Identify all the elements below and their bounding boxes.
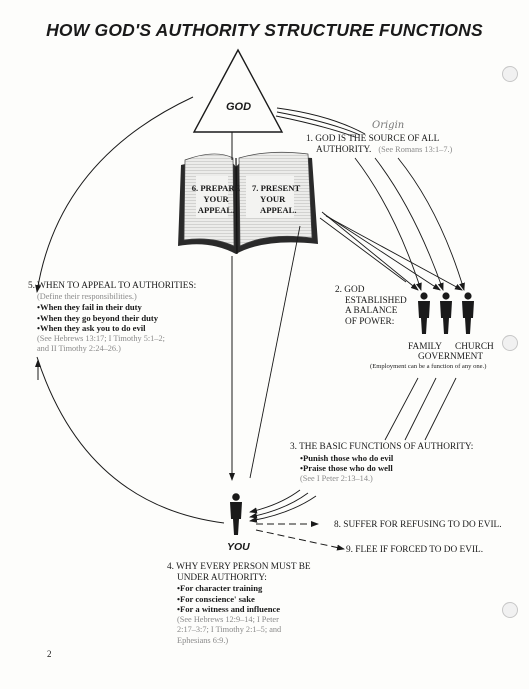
item-1-source: 1. GOD IS THE SOURCE OF ALL AUTHORITY. (…: [306, 134, 453, 155]
item-8-suffer: 8. SUFFER FOR REFUSING TO DO EVIL.: [334, 520, 502, 530]
binder-holes: [502, 66, 518, 618]
god-label: GOD: [226, 101, 252, 113]
cycle-arc-lower: [36, 356, 225, 524]
item-9-flee: 9. FLEE IF FORCED TO DO EVIL.: [346, 545, 484, 555]
present-appeal-line: [249, 225, 301, 479]
cycle-arc: [35, 96, 194, 293]
page-number: 2: [47, 649, 52, 659]
page-title: HOW GOD'S AUTHORITY STRUCTURE FUNCTIONS: [46, 20, 483, 40]
you-label: YOU: [227, 541, 250, 553]
government-label: GOVERNMENT: [418, 352, 484, 362]
item-2-balance: 2. GOD ESTABLISHED A BALANCE OF POWER:: [335, 285, 407, 327]
god-triangle: [192, 48, 284, 133]
family-figure-icon: [418, 292, 430, 334]
family-label: FAMILY: [408, 342, 443, 352]
item-4-why-under-authority: 4. WHY EVERY PERSON MUST BE UNDER AUTHOR…: [167, 562, 311, 646]
church-label: CHURCH: [455, 342, 494, 352]
you-figure-icon: [230, 493, 242, 535]
item-3-functions: 3. THE BASIC FUNCTIONS OF AUTHORITY: Pun…: [290, 442, 473, 484]
government-figure-icon: [462, 292, 474, 334]
church-figure-icon: [440, 292, 452, 334]
handwritten-note: Origin: [372, 120, 405, 131]
bible-book: [178, 151, 318, 255]
employment-note: (Employment can be a function of any one…: [370, 363, 487, 370]
item-5-when-to-appeal: 5. WHEN TO APPEAL TO AUTHORITIES: (Defin…: [28, 281, 196, 355]
